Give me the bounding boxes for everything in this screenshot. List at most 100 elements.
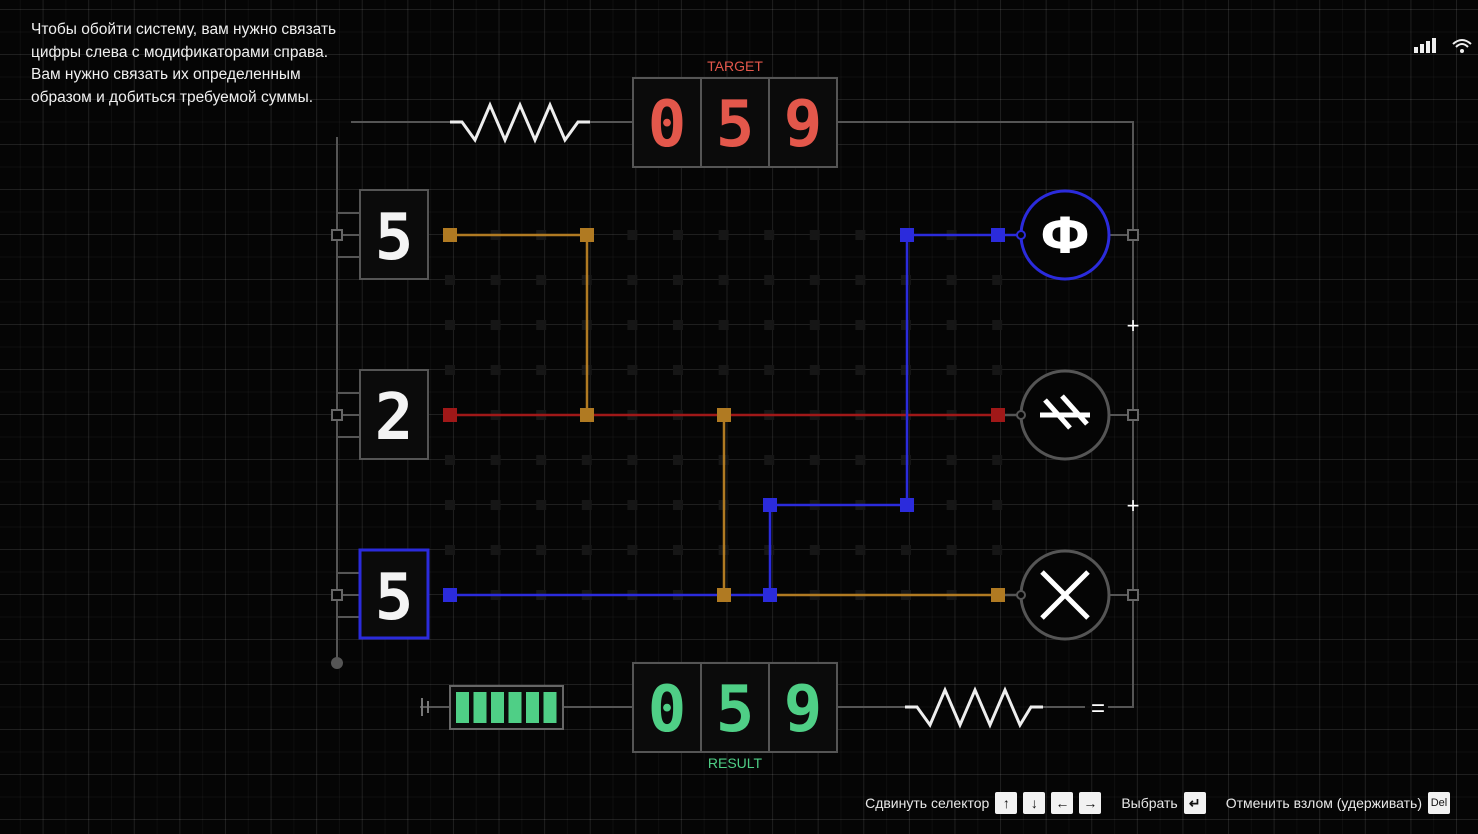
ground-node <box>331 657 343 669</box>
battery-cell <box>508 692 522 723</box>
cancel-hack-label: Отменить взлом (удерживать) <box>1225 795 1422 811</box>
grid-dot <box>490 275 501 285</box>
plus-operator: + <box>1127 493 1140 518</box>
grid-dot <box>855 545 866 555</box>
grid-dot <box>718 275 729 285</box>
grid-dot <box>536 455 547 465</box>
move-selector-label: Сдвинуть селектор <box>865 795 990 811</box>
grid-dot <box>673 500 683 510</box>
select-label: Выбрать <box>1121 795 1178 811</box>
grid-dot <box>627 455 638 465</box>
grid-dot <box>581 455 592 465</box>
input-digit-1[interactable]: 5 <box>359 189 429 280</box>
result-digit: 9 <box>784 673 823 747</box>
grid-dot <box>445 545 455 555</box>
wire-nodes <box>331 228 1139 602</box>
strikethrough-equals-icon <box>1040 394 1090 430</box>
grid-dot <box>764 230 775 240</box>
target-digit: 5 <box>716 88 755 162</box>
target-digit: 0 <box>648 88 687 162</box>
grid-dot <box>673 230 683 240</box>
grid-dot <box>627 275 638 285</box>
grid-dot <box>536 500 547 510</box>
enter-key-icon[interactable]: ↵ <box>1183 792 1206 814</box>
grid-dot <box>855 455 866 465</box>
grid-dot <box>490 365 501 375</box>
grid-dot <box>718 230 729 240</box>
grid-dot <box>490 500 501 510</box>
grid-dot <box>946 275 957 285</box>
grid-dot <box>490 455 501 465</box>
grid-dot <box>536 365 547 375</box>
wire-orange-1 <box>450 233 589 415</box>
battery-cell <box>473 692 487 723</box>
modifier-phi[interactable]: Ф <box>1016 189 1111 281</box>
grid-dot <box>764 365 775 375</box>
instructions-text: Чтобы обойти систему, вам нужно связать … <box>31 21 337 106</box>
status-indicators <box>1414 38 1472 54</box>
input-digit-3-selected[interactable]: 5 <box>358 548 430 640</box>
grid-dot <box>992 275 1003 285</box>
grid-dot <box>673 320 683 330</box>
grid-dot <box>901 545 911 555</box>
grid-dot <box>946 455 957 465</box>
grid-dot <box>764 320 775 330</box>
grid-dot <box>946 545 957 555</box>
grid-dot <box>809 545 820 555</box>
grid-dot <box>673 275 683 285</box>
grid-dot <box>673 545 683 555</box>
grid-dot <box>581 545 592 555</box>
delete-key-icon[interactable]: Del <box>1428 792 1450 814</box>
grid-dot <box>855 320 866 330</box>
grid-dot <box>809 230 820 240</box>
svg-text:5: 5 <box>375 201 414 275</box>
grid-dot <box>946 320 957 330</box>
arrow-down-key-icon[interactable]: ↓ <box>1023 792 1046 814</box>
arrow-right-key-icon[interactable]: → <box>1079 792 1102 814</box>
grid-dot <box>536 320 547 330</box>
battery-cell <box>491 692 504 723</box>
result-digit: 5 <box>716 673 755 747</box>
grid-dot <box>809 275 820 285</box>
grid-dot <box>764 275 775 285</box>
grid-dot <box>992 545 1003 555</box>
grid-dot <box>946 365 957 375</box>
resistor-top <box>450 101 590 144</box>
grid-dot <box>627 545 638 555</box>
grid-dot <box>536 545 547 555</box>
grid-dot <box>809 455 820 465</box>
grid-dot <box>673 455 683 465</box>
target-digit: 9 <box>784 88 823 162</box>
grid-dot <box>445 500 455 510</box>
signal-bars-icon <box>1414 38 1436 53</box>
grid-dot <box>627 320 638 330</box>
grid-dot <box>490 545 501 555</box>
grid-dot <box>536 275 547 285</box>
battery-cell <box>526 692 539 723</box>
modifier-multiply[interactable] <box>1016 549 1111 641</box>
grid-dot <box>445 320 455 330</box>
result-label: RESULT <box>707 755 763 771</box>
svg-text:2: 2 <box>375 381 414 455</box>
equals-operator: = <box>1091 695 1105 722</box>
grid-dot <box>627 230 638 240</box>
arrow-left-key-icon[interactable]: ← <box>1051 792 1074 814</box>
grid-dot <box>445 275 455 285</box>
grid-dot <box>627 500 638 510</box>
grid-dot <box>855 365 866 375</box>
result-digit: 0 <box>648 673 687 747</box>
modifier-strikethrough[interactable] <box>1016 369 1111 461</box>
input-digit-2[interactable]: 2 <box>359 369 429 460</box>
grid-dot <box>445 455 455 465</box>
grid-dot <box>992 320 1003 330</box>
controls-hint-bar: Сдвинуть селектор ↑ ↓ ← → Выбрать ↵ Отме… <box>865 792 1450 814</box>
battery-cell <box>543 692 557 723</box>
arrow-up-key-icon[interactable]: ↑ <box>995 792 1018 814</box>
grid-dot <box>490 320 501 330</box>
grid-dot <box>992 365 1003 375</box>
grid-dot <box>855 230 866 240</box>
battery-icon <box>421 685 564 730</box>
grid-dot <box>946 500 957 510</box>
grid-dot <box>992 500 1003 510</box>
